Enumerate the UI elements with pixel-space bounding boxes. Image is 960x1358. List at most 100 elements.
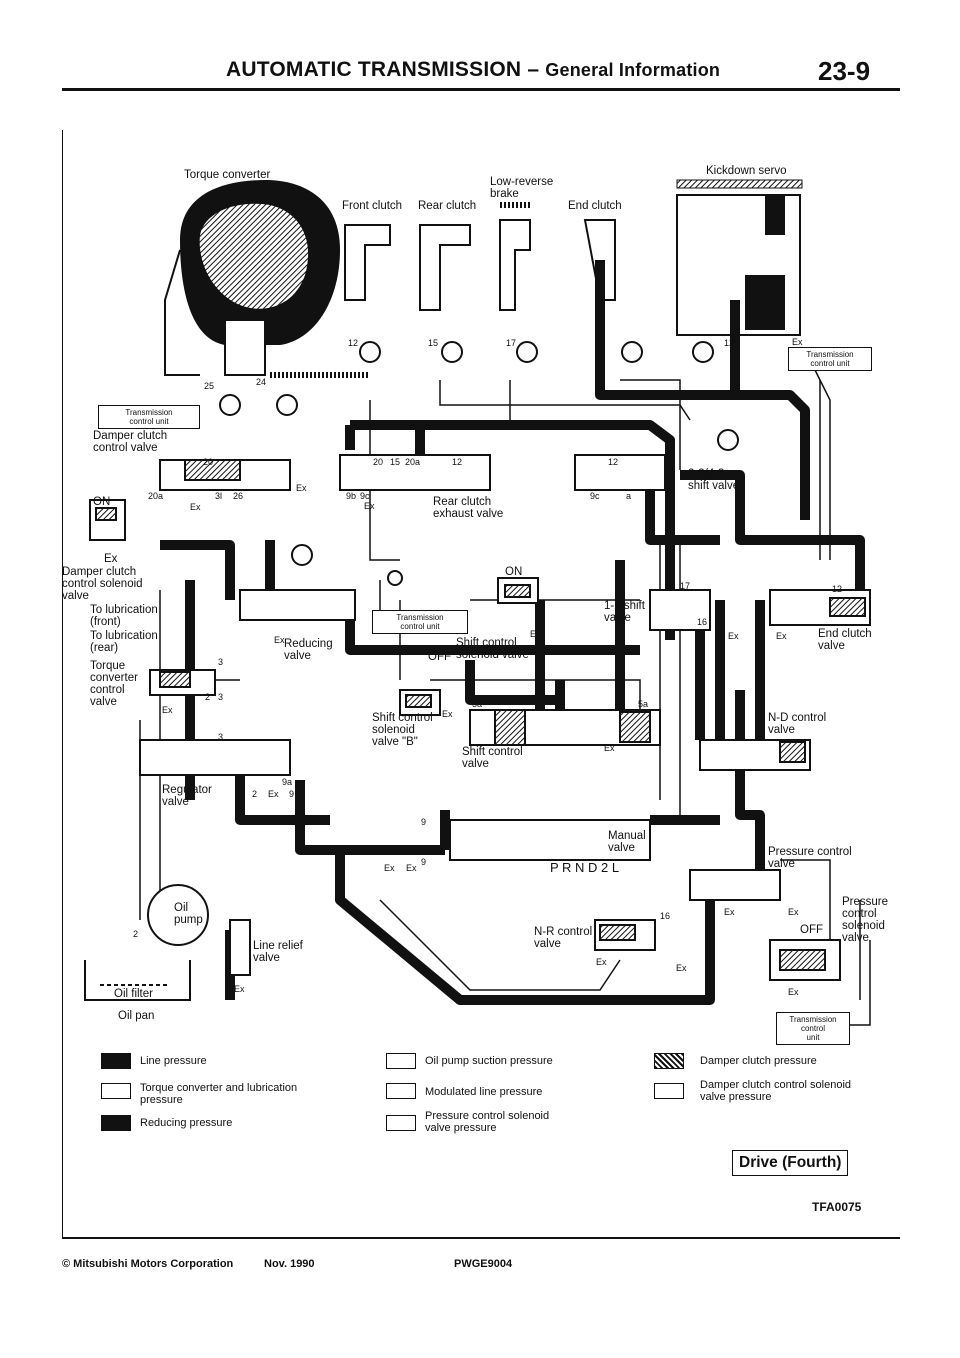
ex-marker: Ex bbox=[296, 483, 307, 493]
label-torque-converter-control-valve: Torque converter control valve bbox=[90, 660, 138, 708]
port-number: 9 bbox=[421, 817, 427, 827]
legend-damper-clutch: Damper clutch pressure bbox=[700, 1055, 817, 1067]
ex-marker: Ex bbox=[788, 987, 799, 997]
label-oil-filter: Oil filter bbox=[114, 988, 153, 1000]
tcu-box-right: Transmission control unit bbox=[788, 347, 872, 371]
legend-swatch-pressure-control-solenoid bbox=[386, 1115, 416, 1131]
port-number: 12 bbox=[608, 457, 619, 467]
port-number: 25 bbox=[204, 381, 215, 391]
port-number: 3 bbox=[218, 692, 224, 702]
legend-swatch-oil-pump-suction bbox=[386, 1053, 416, 1069]
label-to-lubrication-front: To lubrication (front) bbox=[90, 604, 158, 628]
ex-marker: Ex bbox=[268, 789, 279, 799]
ex-marker: Ex bbox=[676, 963, 687, 973]
legend-pressure-control-solenoid: Pressure control solenoid valve pressure bbox=[425, 1110, 550, 1134]
orifices bbox=[147, 341, 739, 946]
port-number: 3 bbox=[218, 657, 224, 667]
port-number: 9b bbox=[346, 491, 357, 501]
port-number: 16 bbox=[697, 617, 708, 627]
frame-left-rule bbox=[62, 130, 63, 1238]
port-number: 2 bbox=[133, 929, 139, 939]
tcu-box-center: Transmission control unit bbox=[372, 610, 468, 634]
ex-marker: Ex bbox=[442, 709, 453, 719]
label-shift-control-valve: Shift control valve bbox=[462, 746, 523, 770]
ex-marker: Ex bbox=[162, 705, 173, 715]
header-title: AUTOMATIC TRANSMISSION bbox=[226, 58, 522, 81]
port-number: 2 bbox=[205, 692, 211, 702]
label-end-clutch: End clutch bbox=[568, 200, 622, 212]
header-subtitle: General Information bbox=[545, 60, 721, 80]
port-number: 12 bbox=[724, 338, 735, 348]
port-number: 9 bbox=[421, 857, 427, 867]
ex-marker: Ex bbox=[728, 631, 739, 641]
legend-line-pressure: Line pressure bbox=[140, 1055, 207, 1067]
port-number: 12 bbox=[832, 584, 843, 594]
label-damper-clutch-control-valve: Damper clutch control valve bbox=[93, 430, 168, 454]
label-off-center: OFF bbox=[428, 651, 451, 663]
port-number: 20 bbox=[203, 457, 214, 467]
footer-date: Nov. 1990 bbox=[264, 1258, 315, 1270]
label-low-reverse-brake: Low-reverse brake bbox=[490, 176, 554, 200]
ex-marker: Ex bbox=[724, 907, 735, 917]
ex-marker: Ex bbox=[788, 907, 799, 917]
label-manual-valve: Manual valve bbox=[608, 830, 646, 854]
legend-swatch-modulated-line bbox=[386, 1083, 416, 1099]
valve-bodies bbox=[84, 454, 871, 1001]
ex-marker: Ex bbox=[384, 863, 395, 873]
header-dash: – bbox=[527, 58, 540, 81]
port-number: 20 bbox=[373, 457, 384, 467]
page-number: 23-9 bbox=[818, 56, 871, 86]
drive-mode-box: Drive (Fourth) bbox=[732, 1150, 849, 1176]
port-number: 5a bbox=[638, 699, 649, 709]
legend-swatch-damper-clutch bbox=[654, 1053, 684, 1069]
footer-rule bbox=[62, 1237, 900, 1239]
legend-swatch-torque-converter-lubrication bbox=[101, 1083, 131, 1099]
port-number: 5a bbox=[472, 699, 483, 709]
port-number: 3 bbox=[218, 732, 224, 742]
legend-torque-converter-lubrication: Torque converter and lubrication pressur… bbox=[140, 1082, 298, 1106]
port-number: 20a bbox=[405, 457, 421, 467]
clutch-housings bbox=[344, 202, 616, 311]
port-number: 9c bbox=[360, 491, 370, 501]
label-prnd2l: P R N D 2 L bbox=[550, 860, 620, 875]
ex-marker: Ex bbox=[530, 629, 541, 639]
ex-marker: Ex bbox=[190, 502, 201, 512]
port-number: a bbox=[626, 491, 632, 501]
port-number: 9 bbox=[289, 789, 295, 799]
port-number: 12 bbox=[452, 457, 463, 467]
label-nr-control-valve: N-R control valve bbox=[534, 926, 593, 950]
ex-marker: Ex bbox=[776, 631, 787, 641]
port-number: 2 bbox=[252, 789, 258, 799]
port-number: 12 bbox=[348, 338, 359, 348]
label-kickdown-servo: Kickdown servo bbox=[706, 165, 787, 177]
port-number: 17 bbox=[680, 581, 691, 591]
label-oil-pan: Oil pan bbox=[118, 1010, 155, 1022]
port-number: 20a bbox=[148, 491, 164, 501]
ex-marker: Ex bbox=[792, 337, 803, 347]
label-pressure-control-solenoid-valve: Pressure control solenoid valve bbox=[842, 896, 889, 944]
ex-marker: Ex bbox=[234, 984, 245, 994]
port-number: 15 bbox=[428, 338, 439, 348]
ex-marker: Ex bbox=[274, 635, 285, 645]
legend-swatch-damper-clutch-solenoid bbox=[654, 1083, 684, 1099]
label-front-clutch: Front clutch bbox=[342, 200, 403, 212]
legend-damper-clutch-solenoid: Damper clutch control solenoid valve pre… bbox=[700, 1079, 852, 1103]
header-rule bbox=[62, 88, 900, 91]
tcu-box-left: Transmission control unit bbox=[98, 405, 200, 429]
label-shift-valve-12: 1-2 shift valve bbox=[604, 600, 645, 624]
label-nd-control-valve: N-D control valve bbox=[768, 712, 827, 736]
legend-oil-pump-suction: Oil pump suction pressure bbox=[425, 1055, 553, 1067]
torque-converter bbox=[164, 180, 370, 378]
label-rear-clutch-exhaust-valve: Rear clutch exhaust valve bbox=[433, 496, 504, 520]
figure-code: TFA0075 bbox=[812, 1200, 862, 1214]
ex-marker: Ex bbox=[596, 957, 607, 967]
port-number: 16 bbox=[660, 911, 671, 921]
label-shift-valve-234-3: 2-3/4-3 shift valve bbox=[688, 468, 740, 492]
port-number: 9a bbox=[282, 777, 293, 787]
label-on-left: ON bbox=[93, 496, 111, 508]
footer-copyright: © Mitsubishi Motors Corporation bbox=[62, 1258, 234, 1270]
port-number: 3l bbox=[215, 491, 223, 501]
legend-swatch-line-pressure bbox=[101, 1053, 131, 1069]
footer-doc-code: PWGE9004 bbox=[454, 1258, 513, 1270]
label-oil-pump: Oil pump bbox=[174, 902, 203, 926]
